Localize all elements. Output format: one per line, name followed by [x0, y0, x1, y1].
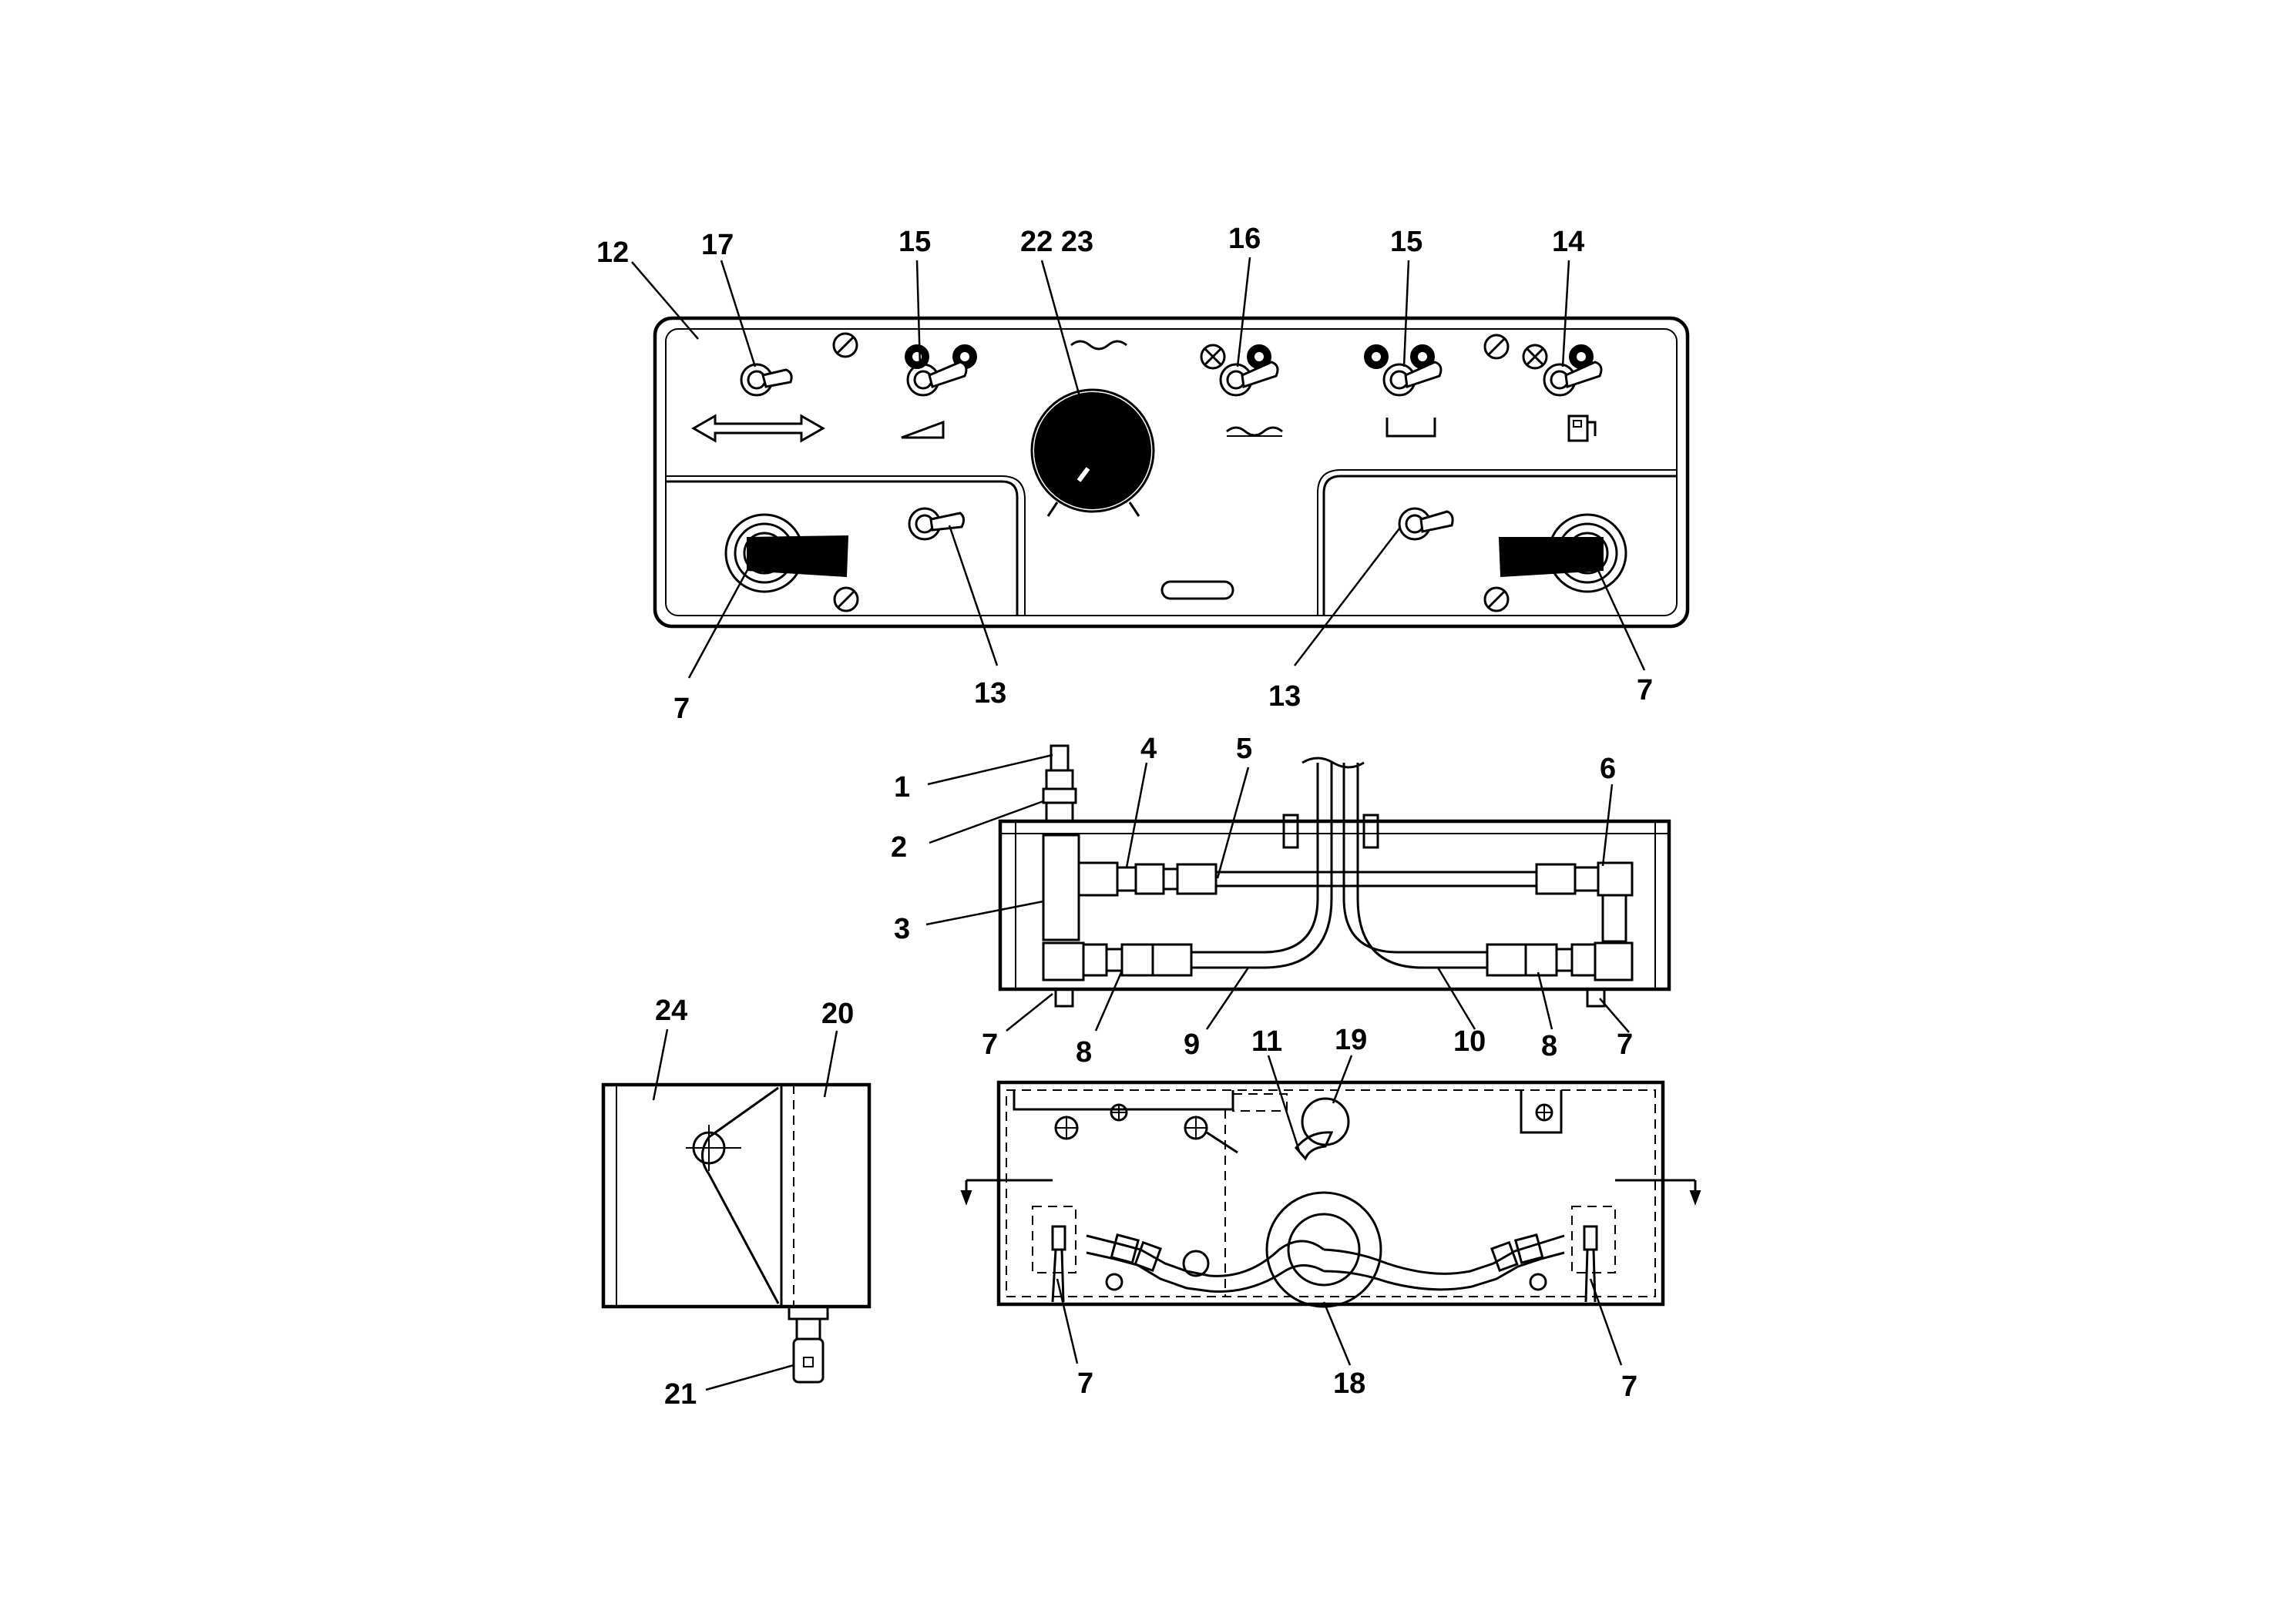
- left-lower-section: [666, 480, 1019, 616]
- callout-17: 17: [701, 229, 734, 261]
- leader-lines: [631, 257, 1646, 1391]
- callout-13-right: 13: [1268, 680, 1301, 713]
- callout-20: 20: [821, 998, 854, 1030]
- rotary-knob[interactable]: [1030, 388, 1155, 517]
- callout-5: 5: [1236, 733, 1252, 765]
- center-fitting-18: [1265, 1191, 1382, 1308]
- callout-13-left: 13: [974, 677, 1006, 710]
- callout-19: 19: [1335, 1024, 1367, 1056]
- key-box-door: [701, 1086, 780, 1304]
- toggle-switch-16[interactable]: [1200, 344, 1279, 397]
- callout-22-23: 22 23: [1020, 226, 1093, 258]
- callout-15-right: 15: [1390, 226, 1422, 258]
- toggle-switch-13-right[interactable]: [1398, 507, 1454, 541]
- key[interactable]: [788, 1305, 829, 1384]
- screw: [1483, 334, 1510, 360]
- callout-3: 3: [894, 913, 910, 945]
- key-box-outline: [601, 1082, 872, 1309]
- tray-icon: [1385, 418, 1436, 438]
- hinge-pin: [686, 1125, 741, 1171]
- callout-12: 12: [596, 237, 629, 269]
- top-view-hoses: [1086, 1233, 1565, 1293]
- panel-screws: [832, 332, 1510, 612]
- toggle-switch-15-left[interactable]: [905, 344, 977, 397]
- panel-outline: [653, 316, 1690, 629]
- callout-labels: 12 17 15 22 23 16 15 14 7 13 13 7 1 2 3 …: [596, 223, 1653, 1411]
- rocker-switch-left[interactable]: [724, 513, 849, 593]
- rocker-switch-right[interactable]: [1498, 513, 1627, 593]
- top-view-outline: [996, 1080, 1665, 1307]
- bolt-heads: [1054, 1103, 1553, 1291]
- callout-15-left: 15: [898, 226, 931, 258]
- callout-7-top-left: 7: [1077, 1367, 1093, 1400]
- housing-outline: [998, 819, 1671, 992]
- screw: [832, 332, 858, 358]
- callout-7-panel-left: 7: [673, 693, 690, 725]
- toggle-switch-17[interactable]: [740, 363, 793, 397]
- toggle-switch-13-left[interactable]: [908, 507, 966, 541]
- callout-4: 4: [1140, 733, 1157, 765]
- top-view: [960, 1080, 1701, 1308]
- fuel-pump-icon: [1567, 414, 1597, 442]
- panel-slot: [1160, 580, 1234, 600]
- callout-6: 6: [1600, 753, 1616, 785]
- callout-14: 14: [1552, 226, 1584, 258]
- callout-9: 9: [1184, 1028, 1200, 1061]
- toggle-switch-14[interactable]: [1522, 344, 1603, 397]
- control-panel: [653, 316, 1690, 629]
- right-lower-section: [1322, 475, 1677, 616]
- elbow-11: [1295, 1131, 1334, 1161]
- key-box: [601, 1082, 872, 1384]
- upper-hose-assembly: [1116, 861, 1634, 943]
- callout-7-section-left: 7: [982, 1028, 998, 1061]
- callout-18: 18: [1333, 1367, 1365, 1400]
- callout-7-section-right: 7: [1617, 1028, 1633, 1061]
- tee-fitting: [1042, 834, 1080, 941]
- toggle-switch-15-right[interactable]: [1364, 344, 1443, 397]
- callout-7-top-right: 7: [1621, 1371, 1637, 1403]
- bottom-nut-left: [1054, 988, 1074, 1008]
- screw: [1483, 586, 1510, 612]
- section-view: [998, 744, 1671, 1008]
- panel-inner-outline: [665, 328, 1678, 616]
- fitting-stem: [1042, 744, 1077, 823]
- side-switch-right: [1571, 1206, 1616, 1303]
- callout-2: 2: [891, 831, 907, 864]
- top-plate: [999, 820, 1670, 834]
- wave-icon: [1070, 340, 1283, 437]
- callout-1: 1: [894, 771, 910, 804]
- wedge-icon: [901, 420, 945, 439]
- callout-8-left: 8: [1076, 1036, 1092, 1069]
- bottom-nut-right: [1586, 988, 1606, 1008]
- callout-21: 21: [664, 1378, 697, 1411]
- double-arrow-icon: [690, 414, 826, 443]
- callout-7-panel-right: 7: [1637, 674, 1653, 706]
- side-switch-left: [1032, 1206, 1076, 1303]
- mounting-bracket: [1013, 1090, 1563, 1134]
- panel-divider: [666, 469, 1677, 616]
- callout-24: 24: [655, 995, 687, 1027]
- callout-11: 11: [1251, 1025, 1282, 1058]
- lower-hose-assembly: [1082, 757, 1634, 981]
- callout-10: 10: [1453, 1025, 1486, 1058]
- section-arrow-left: [965, 1179, 1053, 1200]
- callout-8-right: 8: [1541, 1030, 1557, 1062]
- screw: [833, 586, 859, 612]
- callout-16: 16: [1228, 223, 1261, 255]
